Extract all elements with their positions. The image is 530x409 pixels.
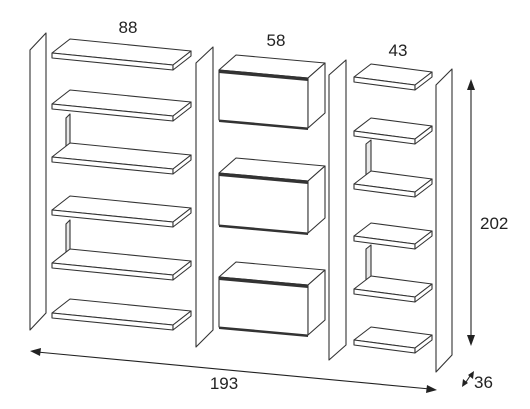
- column-1: [51, 38, 192, 331]
- height-dimension-line: [467, 79, 475, 346]
- depth-dimension-line: [462, 371, 474, 387]
- shelf-unit-col1-upper: [51, 89, 192, 175]
- box-col2-top: [218, 54, 326, 130]
- shelf-unit-col1-lower: [51, 195, 192, 281]
- dim-label-height: 202: [480, 214, 508, 233]
- shelf-unit-col3-lower: [353, 222, 433, 303]
- box-col2-bottom: [218, 261, 326, 337]
- shelf-col3-bottom: [353, 326, 433, 354]
- width-dimension-line: [30, 348, 437, 393]
- column-3: [353, 63, 433, 354]
- box-col2-middle: [218, 157, 326, 235]
- dim-label-col2: 58: [267, 31, 286, 50]
- shelf-col1-top: [51, 38, 192, 71]
- column-2: [218, 54, 326, 337]
- side-panel-1: [29, 32, 47, 331]
- side-panel-4: [435, 68, 453, 373]
- dim-label-col1: 88: [119, 18, 138, 37]
- side-panel-2: [195, 46, 214, 348]
- side-panel-3: [328, 59, 347, 361]
- dim-label-depth: 36: [474, 373, 493, 392]
- dim-label-total-width: 193: [210, 374, 238, 393]
- shelf-col3-top: [353, 63, 433, 91]
- shelf-col1-bottom: [51, 298, 192, 331]
- shelf-unit-col3-upper: [353, 117, 433, 198]
- dim-label-col3: 43: [389, 41, 408, 60]
